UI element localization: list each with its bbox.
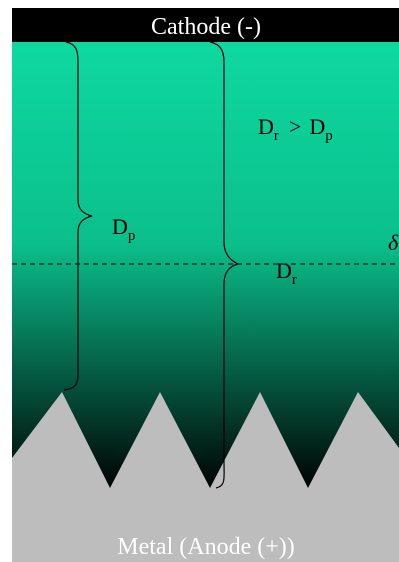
- inequality-label: Dr > Dp: [258, 114, 333, 144]
- metal-anode: [12, 392, 399, 562]
- inequality-operator: >: [289, 114, 301, 139]
- dp-brace: [63, 41, 93, 391]
- inequality-right-sub: p: [325, 128, 333, 144]
- cathode-bar: [12, 8, 399, 42]
- anode-label: Metal (Anode (+)): [117, 534, 294, 560]
- dp-label: Dp: [112, 214, 135, 244]
- dr-label-sub: r: [292, 272, 297, 288]
- delta-symbol: δ: [388, 230, 399, 255]
- dr-label-main: D: [276, 258, 292, 283]
- dr-label: Dr: [276, 258, 297, 288]
- electrolyte-region: [12, 40, 399, 492]
- inequality-left-sub: r: [274, 128, 279, 144]
- dp-label-main: D: [112, 214, 128, 239]
- dp-label-sub: p: [128, 228, 136, 244]
- inequality-right-main: D: [309, 114, 325, 139]
- inequality-left-main: D: [258, 114, 274, 139]
- dr-brace: [209, 41, 240, 489]
- cathode-label: Cathode (-): [151, 14, 261, 40]
